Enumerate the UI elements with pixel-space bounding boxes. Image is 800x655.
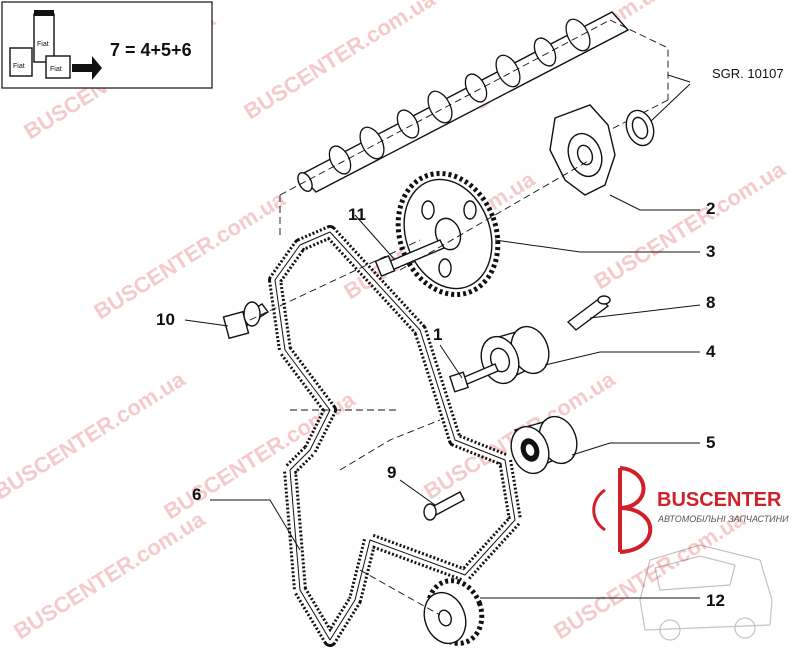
camshaft-pulley [395,170,501,298]
logo-subtitle: АВТОМОБІЛЬНІ ЗАПЧАСТИНИ [657,514,789,524]
assembly-guides [249,159,591,616]
stud-9 [423,491,465,521]
camshaft [297,11,630,193]
watermark-text: BUSCENTER.com.ua [0,366,190,504]
camshaft-seal [625,109,655,147]
tensioner-pulley [480,325,550,385]
timing-belt [268,225,522,647]
kit-formula: 7 = 4+5+6 [110,40,192,60]
leader-lines [184,194,701,599]
callout-3: 3 [706,242,715,261]
van-icon [639,544,773,641]
watermark-text: BUSCENTER.com.ua [239,0,439,124]
callout-2: 2 [706,199,715,218]
callout-4: 4 [706,342,716,361]
reference-leader [649,74,691,123]
logo-title: BUSCENTER [657,489,782,511]
callout-10: 10 [156,310,175,329]
callout-9: 9 [387,463,396,482]
callout-8: 8 [706,293,715,312]
callout-1: 1 [433,325,442,344]
watermark-text: BUSCENTER.com.ua [89,186,289,324]
callout-5: 5 [706,433,715,452]
idler-pulley [510,415,578,475]
kit-legend: Fiat Fiat Fiat 7 = 4+5+6 [1,1,213,89]
callout-labels: 2 3 8 4 5 12 11 1 10 9 6 [156,199,725,610]
bolt-11 [374,239,445,277]
callout-6: 6 [192,485,201,504]
bolt-10 [222,301,270,340]
watermark-text: BUSCENTER.com.ua [589,156,789,294]
buscenter-logo: BUSCENTER АВТОМОБІЛЬНІ ЗАПЧАСТИНИ [592,466,789,641]
watermark-text: BUSCENTER.com.ua [9,506,209,644]
callout-11: 11 [348,205,366,224]
kit-label: Fiat [37,41,49,48]
kit-box-icon: Fiat Fiat Fiat [9,10,102,80]
camshaft-hub [549,104,616,196]
reference-code: SGR. 10107 [712,66,784,81]
kit-label: Fiat [13,63,25,70]
crankshaft-pulley [423,578,485,646]
callout-12: 12 [706,591,725,610]
arrow-right-icon [72,56,102,80]
stud-8 [566,295,611,331]
bolt-1 [448,363,499,393]
kit-label: Fiat [50,66,62,73]
